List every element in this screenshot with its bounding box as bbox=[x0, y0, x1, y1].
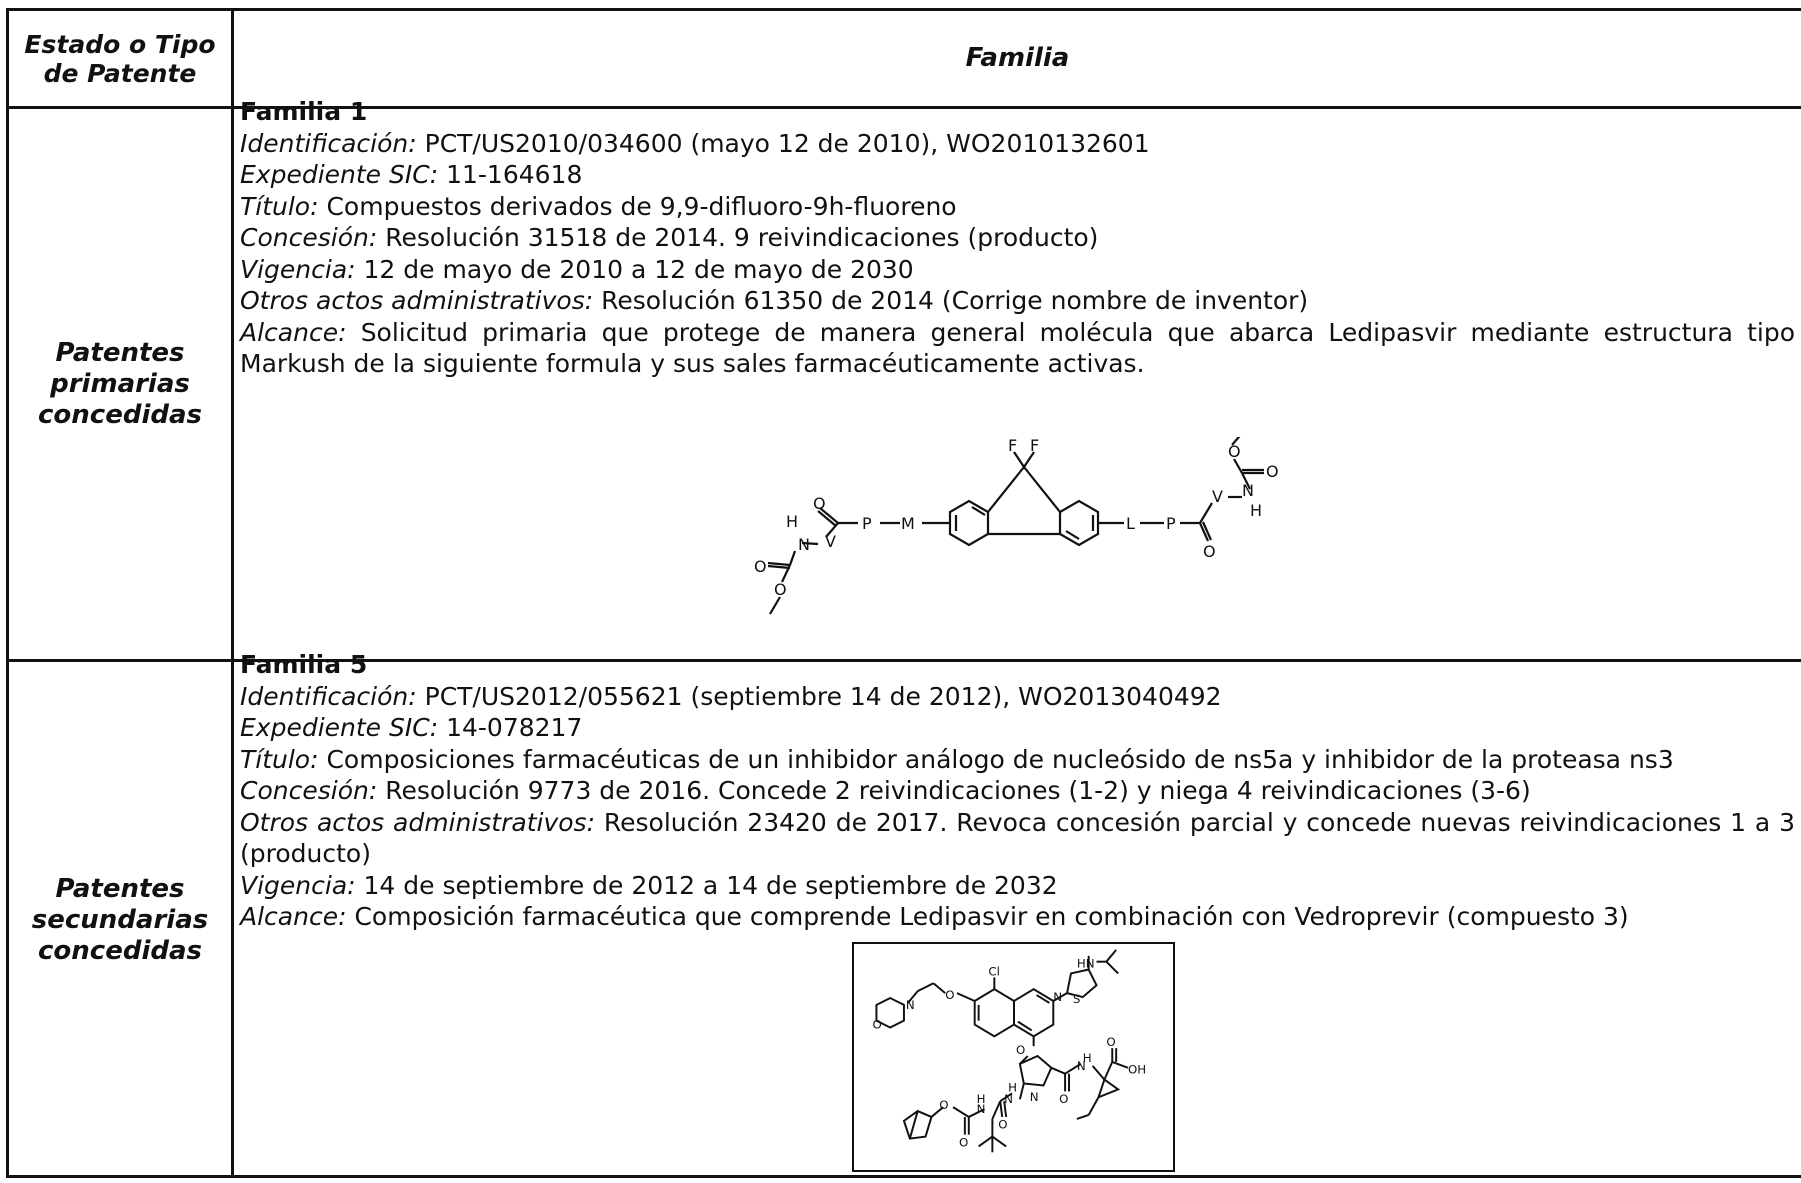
field-label: Otros actos administrativos: bbox=[240, 286, 594, 315]
svg-text:O: O bbox=[945, 988, 954, 1002]
family-5-vigencia: Vigencia: 14 de septiembre de 2012 a 14 … bbox=[240, 870, 1795, 902]
field-value: Solicitud primaria que protege de manera… bbox=[240, 317, 1795, 379]
family-1-otros-actos: Otros actos administrativos: Resolución … bbox=[240, 285, 1795, 317]
field-value: Compuestos derivados de 9,9-difluoro-9h-… bbox=[318, 191, 957, 221]
svg-text:O: O bbox=[813, 494, 826, 513]
header-familia: Familia bbox=[965, 43, 1070, 73]
family-1-concesion: Concesión: Resolución 31518 de 2014. 9 r… bbox=[240, 222, 1795, 254]
family-1-alcance: Alcance: Solicitud primaria que protege … bbox=[240, 317, 1795, 380]
family-5-otros-actos: Otros actos administrativos: Resolución … bbox=[240, 807, 1795, 870]
svg-text:O: O bbox=[998, 1118, 1007, 1132]
field-value: PCT/US2012/055621 (septiembre 14 de 2012… bbox=[416, 681, 1222, 711]
field-value: 12 de mayo de 2010 a 12 de mayo de 2030 bbox=[355, 254, 914, 284]
svg-text:O: O bbox=[872, 1018, 881, 1032]
field-value: 14-078217 bbox=[438, 713, 583, 742]
svg-text:P: P bbox=[1166, 514, 1176, 533]
svg-text:O: O bbox=[1266, 462, 1279, 481]
field-label: Concesión: bbox=[240, 223, 378, 252]
family-5-titulo: Título: Composiciones farmacéuticas de u… bbox=[240, 744, 1795, 776]
svg-text:H: H bbox=[786, 512, 798, 531]
svg-text:O: O bbox=[774, 580, 787, 599]
column-divider bbox=[231, 11, 234, 1175]
header-divider bbox=[9, 106, 1801, 109]
svg-text:HN: HN bbox=[1077, 957, 1095, 971]
svg-text:V: V bbox=[825, 532, 836, 551]
family-5-expediente: Expediente SIC: 14-078217 bbox=[240, 712, 1795, 744]
field-label: Título: bbox=[240, 744, 319, 774]
svg-text:O: O bbox=[754, 557, 767, 576]
svg-text:V: V bbox=[1212, 487, 1223, 506]
svg-text:H: H bbox=[977, 1092, 986, 1106]
field-value: 11-164618 bbox=[438, 160, 583, 189]
field-value: Resolución 31518 de 2014. 9 reivindicaci… bbox=[377, 223, 1099, 252]
vedroprevir-structure-drawing: Cl O N O N S HN O N O NH O OH HN O NH O … bbox=[872, 949, 1146, 1153]
field-label: Alcance: bbox=[240, 317, 347, 347]
family-5-title: Familia 5 bbox=[240, 650, 368, 679]
field-label: Alcance: bbox=[240, 902, 347, 931]
family-1-expediente: Expediente SIC: 11-164618 bbox=[240, 159, 1795, 191]
svg-text:H: H bbox=[1008, 1080, 1017, 1094]
svg-text:S: S bbox=[1073, 992, 1080, 1006]
state-primarias: Patentes primarias concedidas bbox=[38, 337, 202, 430]
family-5-block: Familia 5 Identificación: PCT/US2012/055… bbox=[240, 649, 1795, 933]
field-label: Identificación: bbox=[240, 681, 417, 711]
svg-text:F: F bbox=[1030, 437, 1039, 455]
svg-text:H: H bbox=[1250, 501, 1262, 520]
field-value: Resolución 9773 de 2016. Concede 2 reivi… bbox=[377, 776, 1531, 805]
svg-text:O: O bbox=[1106, 1035, 1115, 1049]
svg-text:N: N bbox=[1242, 481, 1254, 500]
field-value: 14 de septiembre de 2012 a 14 de septiem… bbox=[355, 870, 1058, 900]
svg-text:F: F bbox=[1008, 437, 1017, 455]
field-label: Otros actos administrativos: bbox=[240, 807, 595, 837]
svg-text:N: N bbox=[798, 535, 810, 554]
svg-text:O: O bbox=[1016, 1043, 1025, 1057]
svg-text:N: N bbox=[977, 1102, 986, 1116]
svg-text:N: N bbox=[1053, 990, 1062, 1004]
field-label: Identificación: bbox=[240, 128, 417, 158]
header-estado-tipo: Estado o Tipo de Patente bbox=[24, 29, 216, 88]
state-secundarias: Patentes secundarias concedidas bbox=[31, 873, 209, 966]
svg-text:OH: OH bbox=[1128, 1063, 1146, 1077]
family-1-identificacion: Identificación: PCT/US2010/034600 (mayo … bbox=[240, 128, 1795, 160]
svg-text:P: P bbox=[862, 514, 872, 533]
family-1-vigencia: Vigencia: 12 de mayo de 2010 a 12 de may… bbox=[240, 254, 1795, 286]
field-label: Expediente SIC: bbox=[240, 713, 439, 742]
row-divider bbox=[9, 659, 1801, 662]
field-value: Resolución 61350 de 2014 (Corrige nombre… bbox=[593, 286, 1309, 315]
family-1-block: Familia 1 Identificación: PCT/US2010/034… bbox=[240, 96, 1795, 380]
svg-text:N: N bbox=[1030, 1090, 1039, 1104]
family-5-identificacion: Identificación: PCT/US2012/055621 (septi… bbox=[240, 681, 1795, 713]
patent-table: Estado o Tipo de Patente Familia Patente… bbox=[6, 8, 1801, 1178]
svg-text:O: O bbox=[1203, 542, 1216, 561]
svg-text:M: M bbox=[901, 514, 915, 533]
field-value: Composición farmacéutica que comprende L… bbox=[346, 902, 1629, 931]
field-value: Composiciones farmacéuticas de un inhibi… bbox=[318, 744, 1674, 774]
field-value: Resolución 23420 de 2017. Revoca concesi… bbox=[240, 807, 1796, 869]
svg-text:L: L bbox=[1126, 514, 1135, 533]
svg-text:O: O bbox=[959, 1135, 968, 1149]
svg-text:N: N bbox=[906, 998, 915, 1012]
svg-text:O: O bbox=[1228, 442, 1241, 461]
family-5-concesion: Concesión: Resolución 9773 de 2016. Conc… bbox=[240, 775, 1795, 807]
field-label: Vigencia: bbox=[240, 870, 356, 900]
field-value: PCT/US2010/034600 (mayo 12 de 2010), WO2… bbox=[416, 128, 1150, 158]
family-1-title: Familia 1 bbox=[240, 97, 368, 126]
svg-text:O: O bbox=[939, 1098, 948, 1112]
svg-text:Cl: Cl bbox=[988, 964, 1000, 978]
svg-text:N: N bbox=[1077, 1059, 1086, 1073]
svg-text:N: N bbox=[1004, 1092, 1013, 1106]
field-label: Expediente SIC: bbox=[240, 160, 439, 189]
family-1-titulo: Título: Compuestos derivados de 9,9-difl… bbox=[240, 191, 1795, 223]
svg-text:O: O bbox=[1059, 1092, 1068, 1106]
field-label: Concesión: bbox=[240, 776, 378, 805]
family-5-alcance: Alcance: Composición farmacéutica que co… bbox=[240, 901, 1795, 933]
field-label: Título: bbox=[240, 191, 319, 221]
field-label: Vigencia: bbox=[240, 254, 356, 284]
svg-text:H: H bbox=[1083, 1051, 1092, 1065]
